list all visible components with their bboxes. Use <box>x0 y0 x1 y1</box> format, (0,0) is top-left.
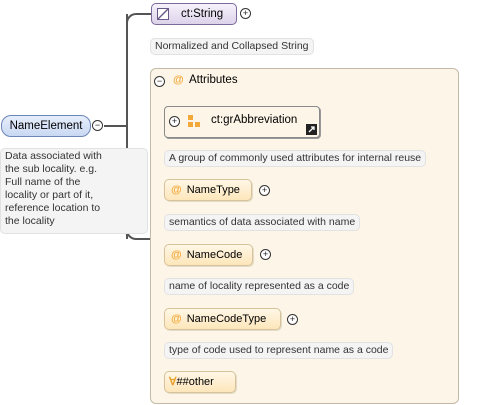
simple-type-icon <box>157 8 169 20</box>
root-doc-line: the locality <box>5 215 55 227</box>
attribute-documentation: name of locality represented as a code <box>164 278 355 295</box>
root-doc-line: locality or part of it, <box>5 189 94 201</box>
at-icon: @ <box>171 313 182 325</box>
expand-icon[interactable]: + <box>259 185 270 196</box>
root-documentation: Data associated with the sub locality. e… <box>0 148 148 234</box>
type-node-documentation: Normalized and Collapsed String <box>150 38 314 55</box>
root-doc-line: reference location to <box>5 202 101 214</box>
attributes-header: Attributes <box>189 74 238 86</box>
attribute-group[interactable]: + ct:grAbbreviation <box>164 106 320 138</box>
attribute-label: NameType <box>186 184 240 196</box>
root-doc-line: the sub locality. e.g. <box>5 163 98 175</box>
connector-bracket <box>126 14 128 239</box>
collapse-icon[interactable]: − <box>92 120 103 131</box>
at-icon: @ <box>173 74 184 86</box>
group-icon <box>188 115 200 127</box>
any-attribute-label: ##other <box>176 376 214 388</box>
root-element-label: NameElement <box>9 120 83 132</box>
attribute-documentation: type of code used to represent name as a… <box>164 342 394 359</box>
any-icon: ∀ <box>169 376 177 388</box>
attribute-label: NameCodeType <box>186 313 267 325</box>
root-doc-line: Full name of the <box>5 176 81 188</box>
at-icon: @ <box>171 249 182 261</box>
root-element[interactable]: NameElement <box>1 115 91 137</box>
attribute-label: NameCode <box>186 249 243 261</box>
connector-root <box>104 125 126 127</box>
any-attribute[interactable]: ∀##other <box>164 371 236 393</box>
reference-arrow-icon <box>306 124 317 135</box>
attribute-group-label: ct:grAbbreviation <box>211 114 298 126</box>
attribute-namecode[interactable]: @ NameCode <box>164 244 253 266</box>
type-node-label: ct:String <box>181 8 224 20</box>
attribute-namecodetype[interactable]: @ NameCodeType <box>164 308 281 330</box>
connector-top-curve <box>126 13 154 29</box>
at-icon: @ <box>171 184 182 196</box>
type-node[interactable]: ct:String <box>151 3 237 25</box>
expand-icon[interactable]: + <box>240 8 251 19</box>
attribute-documentation: semantics of data associated with name <box>164 214 361 231</box>
root-doc-line: Data associated with <box>5 150 102 162</box>
expand-icon[interactable]: + <box>260 249 271 260</box>
attribute-nametype[interactable]: @ NameType <box>164 179 252 201</box>
collapse-icon[interactable]: − <box>154 76 165 87</box>
attribute-group-documentation: A group of commonly used attributes for … <box>164 150 427 167</box>
expand-icon[interactable]: + <box>287 314 298 325</box>
expand-icon[interactable]: + <box>169 116 180 127</box>
